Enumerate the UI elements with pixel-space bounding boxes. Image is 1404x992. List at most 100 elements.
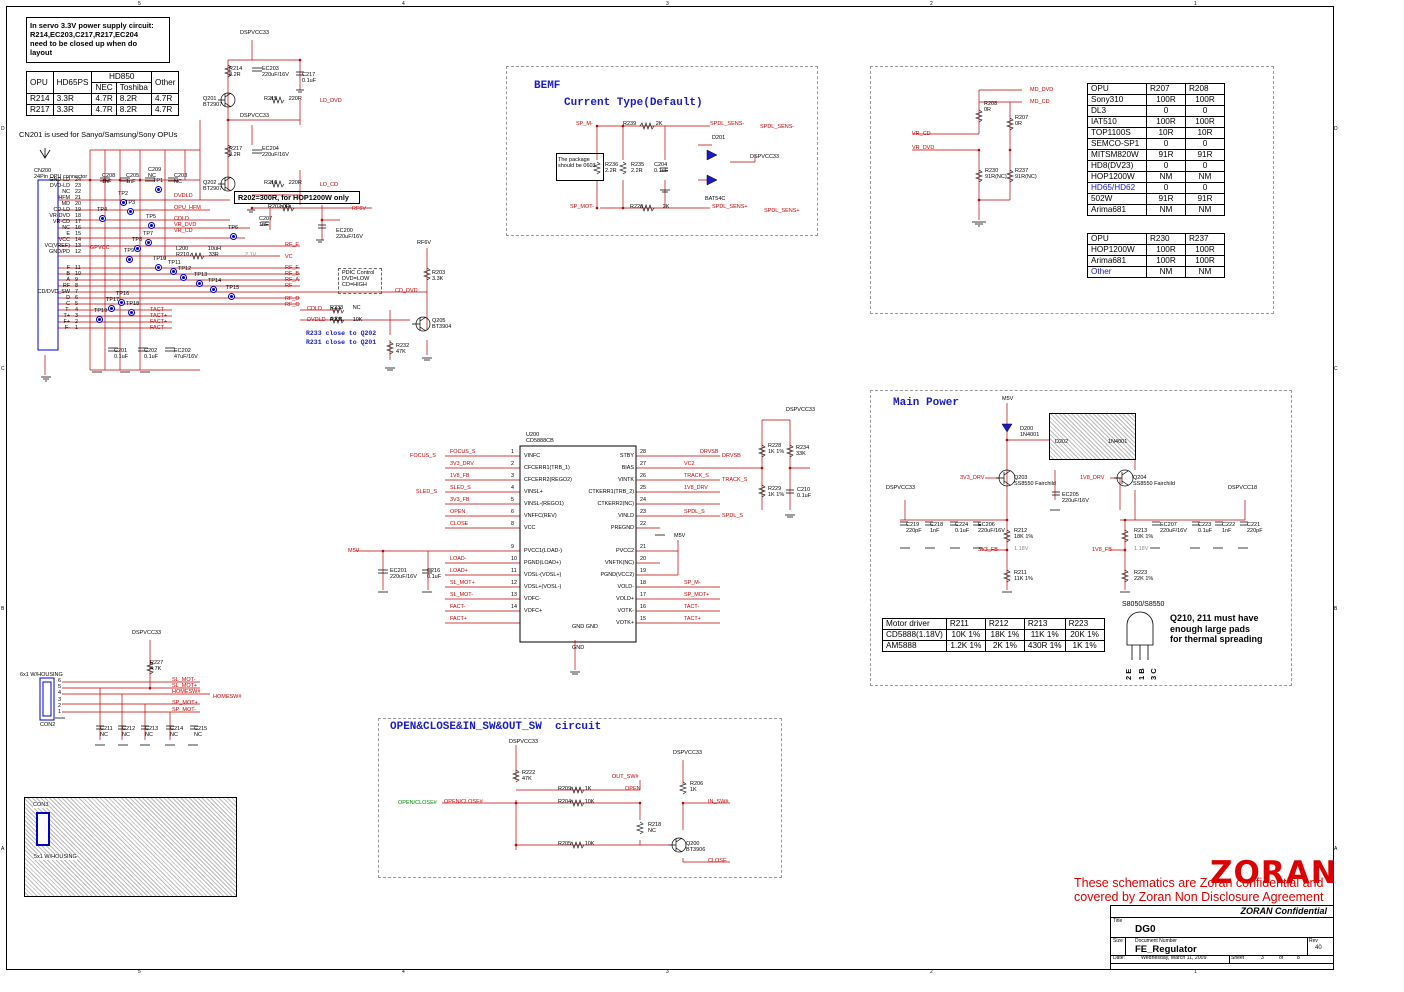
- table-cell: 4.7R: [150, 104, 180, 116]
- table-header: R212: [984, 618, 1025, 630]
- rf-port: RF: [285, 283, 293, 289]
- u200-right-net: TACT+: [684, 616, 701, 622]
- con2-net-homesw: HOMESW#: [172, 689, 201, 695]
- table-cell: NM: [1146, 204, 1186, 216]
- test-point-label: TP9: [124, 248, 135, 254]
- con2-cap-ref: C214: [170, 726, 184, 732]
- package-note-box: [556, 153, 604, 181]
- zone-mark: D: [1334, 126, 1338, 132]
- zone-mark: B: [1, 606, 5, 612]
- u200-right-pin-number: 17: [640, 592, 646, 598]
- con2-cap-ref: C211: [100, 726, 113, 732]
- servo-note-line: need to be closed up when do: [30, 39, 138, 48]
- u200-right-net: TACT-: [684, 604, 700, 610]
- vr-cd-net2: VR_CD: [912, 131, 931, 137]
- u200-left-net: 3V3_DRV: [450, 461, 474, 467]
- con2-net-sp-mot-p: SP_MOT+: [172, 700, 198, 706]
- cn200-pin-name: D: [66, 295, 70, 301]
- spdl-sens-m-net: SPDL_SENS-: [710, 121, 745, 127]
- table-cell: NM: [1146, 266, 1186, 278]
- table-cell: 0: [1146, 160, 1186, 172]
- u200-right-net: VC2: [684, 461, 695, 467]
- cn200-pin-name: VCC: [58, 237, 70, 243]
- cn200-pin-number: 7: [75, 289, 78, 295]
- table-cell: CD5888(1.18V): [882, 629, 947, 641]
- test-point-label: TP2: [118, 191, 129, 197]
- title-value: DG0: [1135, 924, 1156, 935]
- u200-left-pin-name: CFCERR2(REGO2): [524, 477, 572, 483]
- cn200-label: CN200 24Pin OPU connector: [34, 168, 87, 180]
- test-point-label: TP15: [226, 285, 240, 291]
- u200-right-pin-name: VINTK: [618, 477, 634, 483]
- zone-mark: 2: [930, 969, 933, 975]
- of-label: of: [1279, 955, 1284, 961]
- open-close-title: OPEN&CLOSE&IN_SW&OUT_SW circuit: [390, 721, 602, 733]
- test-point-icon: [230, 233, 237, 240]
- cn200-pin-name: DVD-LD: [49, 183, 70, 189]
- drvsb-port: DRVSB: [722, 453, 741, 459]
- cn200-pin-name: GND-LD: [49, 177, 70, 183]
- con3-body: [36, 812, 50, 846]
- table-cell: 100R: [1146, 94, 1186, 106]
- table-cell: 100R: [1146, 116, 1186, 128]
- dvdld2-net: DVDLD: [307, 317, 326, 323]
- table-cell: 20K 1%: [1064, 629, 1105, 641]
- u200-right-pin-number: 28: [640, 449, 646, 455]
- cn200-pin-number: 16: [75, 225, 81, 231]
- r239-label: R239 2K: [623, 121, 663, 127]
- spdl-sens-p-net: SPDL_SENS+: [712, 204, 748, 210]
- table-header: R230: [1146, 233, 1186, 245]
- table-cell: 4.7R: [150, 93, 180, 105]
- cn200-pin-name: GND/PD: [49, 249, 70, 255]
- dspvcc33-mid: DSPVCC33: [240, 113, 270, 119]
- to92-package: [1126, 611, 1154, 646]
- border-marks-top: 5 4 3 2 1: [0, 0, 1404, 8]
- servo-note: In servo 3.3V power supply circuit: R214…: [30, 21, 154, 57]
- table-header: OPU: [1087, 83, 1147, 95]
- cn200-pin-number: 23: [75, 183, 81, 189]
- table-cell: 100R: [1185, 94, 1225, 106]
- border-marks-left: D C B A: [1, 0, 7, 992]
- u200-right-pin-number: 22: [640, 521, 646, 527]
- zone-mark: A: [1, 846, 5, 852]
- vc-voltage: 2.1V: [245, 252, 257, 258]
- table-header: R237: [1185, 233, 1225, 245]
- zone-mark: 3: [666, 1, 669, 7]
- table-cell: 91R: [1185, 149, 1225, 161]
- in-sw-net: IN_SW#: [708, 799, 729, 805]
- gpvcc-net: GPVCC: [90, 245, 110, 251]
- dspvcc33-top: DSPVCC33: [240, 30, 270, 36]
- u200-right-pin-number: 24: [640, 497, 646, 503]
- table-cell: AM5888: [882, 640, 947, 652]
- docnum-label: Document Number: [1135, 938, 1177, 944]
- table-cell: 100R: [1185, 255, 1225, 267]
- test-point-icon: [180, 274, 187, 281]
- cn200-pin-name: E: [66, 231, 70, 237]
- u200-left-net: LOAD+: [450, 568, 468, 574]
- cn200-pin-name: CD-LD: [53, 207, 70, 213]
- l200-label: L200 10uH: [176, 246, 221, 252]
- cn200-pin-number: 13: [75, 243, 81, 249]
- r204-label: R204 10K: [558, 799, 595, 805]
- table-cell: 0: [1146, 105, 1186, 117]
- servo-note-line: layout: [30, 48, 53, 57]
